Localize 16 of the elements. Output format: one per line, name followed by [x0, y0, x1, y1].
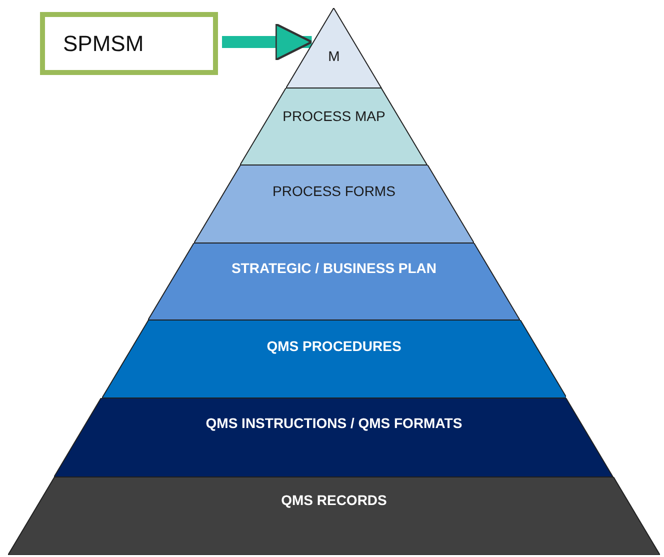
- pyramid-tier: [148, 243, 520, 320]
- tier-label: M: [327, 48, 341, 64]
- pyramid-tier: [8, 477, 660, 555]
- tier-label: PROCESS MAP: [282, 108, 386, 124]
- pyramid-tier: [194, 165, 474, 243]
- pyramid-tier: [286, 8, 382, 88]
- tier-label: QMS RECORDS: [280, 492, 388, 508]
- pyramid-tier: [240, 88, 428, 165]
- arrow: [222, 22, 313, 62]
- pyramid-tier: [54, 398, 614, 477]
- pyramid-tier: [102, 320, 566, 398]
- tier-label: QMS PROCEDURES: [266, 338, 402, 354]
- tier-label: QMS INSTRUCTIONS / QMS FORMATS: [204, 415, 464, 431]
- title-box: SPMSM: [40, 12, 218, 75]
- tier-label: PROCESS FORMS: [272, 183, 396, 199]
- tier-label: STRATEGIC / BUSINESS PLAN: [230, 260, 438, 276]
